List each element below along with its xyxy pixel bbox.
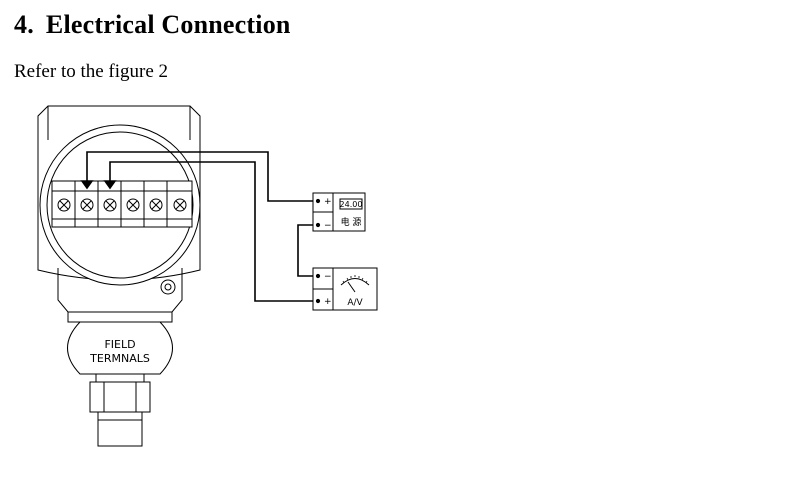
section-title: Electrical Connection [45, 10, 291, 39]
meter-minus-label: − [324, 272, 332, 282]
field-terminals-plate: FIELD TERMNALS [67, 321, 173, 375]
meter: − + A/V [312, 267, 378, 311]
power-display: 24.00 [340, 200, 363, 209]
plate-label-line2: TERMNALS [89, 352, 150, 365]
wire-link [297, 224, 313, 277]
process-connection [89, 373, 151, 447]
power-supply: + − 24.00 电 源 [312, 192, 366, 232]
plate-label-line1: FIELD [104, 338, 135, 351]
wires [80, 151, 313, 302]
power-caption: 电 源 [341, 216, 362, 228]
section-number: 4. [14, 10, 34, 39]
meter-scale-icon [340, 278, 370, 286]
section-heading: 4. Electrical Connection [14, 10, 291, 40]
terminal-block [51, 180, 193, 228]
terminal-screws [57, 198, 187, 212]
wire-negative [109, 161, 313, 302]
power-plus-label: + [324, 197, 332, 207]
wire-positive [86, 151, 313, 202]
power-minus-label: − [324, 221, 332, 231]
meter-needle-icon [347, 281, 356, 293]
meter-caption: A/V [347, 298, 363, 308]
intro-paragraph: Refer to the figure 2 [14, 61, 169, 82]
meter-plus-label: + [324, 297, 332, 307]
